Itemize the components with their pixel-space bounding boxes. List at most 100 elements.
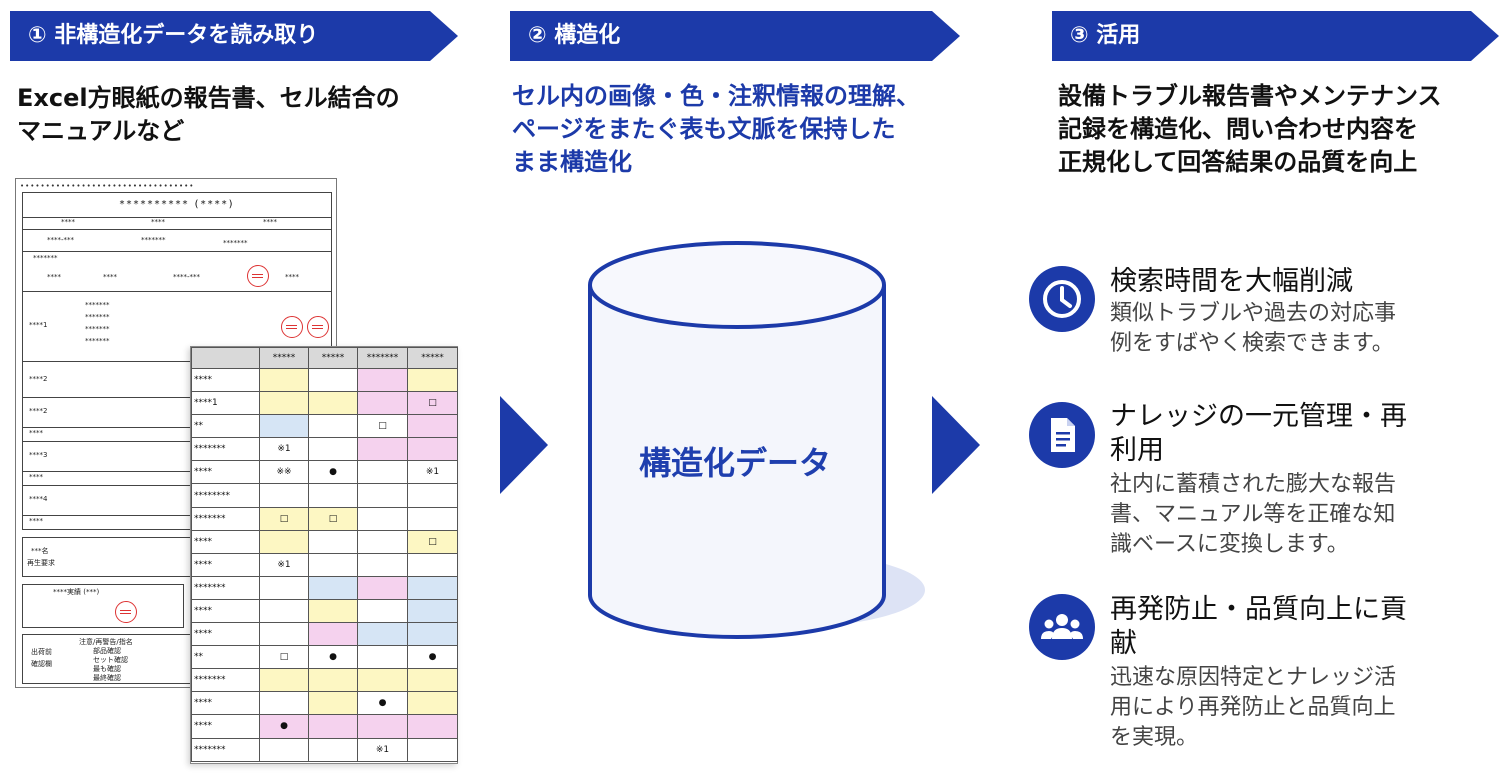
table-cell: ※1 (259, 552, 309, 577)
form-cell: 再生要求 (27, 559, 55, 567)
table-cell: ● (357, 691, 408, 716)
table-cell (259, 483, 309, 508)
table-cell (308, 529, 358, 554)
team-icon-glyph (1041, 614, 1083, 639)
form-cell: **** (29, 429, 43, 437)
form-cell: **** (47, 273, 61, 281)
table-cell (259, 622, 309, 647)
table-cell (308, 552, 358, 577)
form-cell: ******* (223, 239, 248, 247)
table-cell (308, 367, 358, 393)
step-2-label: ② 構造化 (528, 23, 621, 48)
clock-icon-glyph (1043, 280, 1081, 318)
step-1-description: Excel方眼紙の報告書、セル結合の マニュアルなど (17, 82, 400, 148)
table-cell: ******* (191, 437, 260, 462)
table-cell (259, 529, 309, 554)
table-cell: ※1 (259, 437, 309, 462)
table-cell (357, 622, 408, 647)
seal-stamp (115, 601, 137, 623)
table-cell: ※1 (357, 737, 408, 762)
flow-arrow-2 (932, 396, 980, 494)
table-cell (407, 506, 458, 531)
table-cell (259, 367, 309, 393)
table-row: ******** (191, 483, 458, 508)
seal-stamp (247, 265, 269, 287)
document-icon-glyph (1051, 418, 1075, 452)
benefit-3-text-line: 用により再発防止と品質向上 (1110, 695, 1396, 720)
table-cell (259, 414, 309, 439)
form-row: ******* **** **** ****-*** **** (22, 251, 332, 292)
benefit-2-text-line: 社内に蓄積された膨大な報告 (1110, 472, 1397, 497)
table-cell: ● (259, 714, 309, 739)
table-cell (357, 391, 408, 416)
table-cell (308, 714, 358, 739)
benefit-2-title: ナレッジの一元管理・再 利用 (1110, 400, 1407, 468)
form-cell: ****2 (29, 407, 48, 415)
structured-data-cylinder (530, 195, 940, 695)
table-header-cell: ***** (259, 347, 309, 369)
table-cell: ******* (191, 737, 260, 762)
step-3-description: 設備トラブル報告書やメンテナンス 記録を構造化、問い合わせ内容を 正規化して回答… (1058, 80, 1442, 179)
table-cell: **** (191, 367, 260, 393)
table-cell: ******* (191, 506, 260, 531)
table-cell (407, 437, 458, 462)
benefit-1-text-line: 類似トラブルや過去の対応事 (1110, 301, 1397, 326)
table-row: ****※※●※1 (191, 460, 458, 485)
table-cell (357, 367, 408, 393)
table-row: **□ (191, 414, 458, 439)
seal-stamp (307, 316, 329, 338)
form-cell: **** (285, 273, 299, 281)
form-cell: 部品確認 (93, 647, 121, 655)
form-cell: ****-*** (47, 236, 75, 244)
form-cell: 注意/再警告/指名 (79, 638, 133, 646)
table-row: *******□□ (191, 506, 458, 531)
step-3-desc-line: 設備トラブル報告書やメンテナンス (1058, 82, 1442, 110)
step-2-banner-shape (510, 11, 960, 61)
table-cell: □ (407, 391, 458, 416)
clock-icon (1029, 266, 1095, 332)
form-cell: **** (29, 473, 43, 481)
table-cell (308, 391, 358, 416)
table-cell (308, 598, 358, 624)
table-cell (259, 691, 309, 716)
form-cell: **** (29, 517, 43, 525)
form-cell: 出荷前 (31, 648, 52, 656)
form-cell: ****実績 (***) (53, 588, 100, 596)
table-cell (259, 391, 309, 416)
table-row: *******※1 (191, 437, 458, 462)
table-cell (308, 437, 358, 462)
table-row: ****● (191, 714, 458, 739)
benefit-3-text-line: 迅速な原因特定とナレッジ活 (1110, 665, 1397, 690)
table-cell: □ (259, 645, 309, 670)
benefit-1-text-line: 例をすばやく検索できます。 (1110, 331, 1394, 356)
form-row: ****実績 (***) (22, 584, 184, 628)
team-icon (1029, 594, 1095, 660)
form-cell: 最も確認 (93, 665, 121, 673)
table-cell (308, 575, 358, 600)
step-1-desc-line: マニュアルなど (17, 117, 185, 145)
table-cell (357, 714, 408, 739)
colored-table-image: ******************************1□**□*****… (190, 346, 458, 764)
table-header-cell: ***** (308, 347, 358, 369)
form-cell: **** (103, 273, 117, 281)
table-header-cell: ******* (357, 347, 408, 369)
form-cell: 確認欄 (31, 660, 52, 668)
table-row: ****□ (191, 529, 458, 554)
form-cell: ****2 (29, 375, 48, 383)
table-row: ****1□ (191, 391, 458, 416)
table-cell: ******** (191, 483, 260, 508)
form-cell: **** (61, 218, 75, 226)
form-cell: ****4 (29, 495, 48, 503)
table-cell (407, 737, 458, 762)
table-cell (308, 737, 358, 762)
structured-data-label: 構造化データ (638, 444, 831, 482)
table-cell (407, 552, 458, 577)
table-cell (357, 529, 408, 554)
benefit-2-title-line: 利用 (1110, 435, 1164, 466)
form-cell: ******* (85, 301, 110, 309)
table-cell (308, 483, 358, 508)
table-cell: □ (407, 529, 458, 554)
table-row: **□●● (191, 645, 458, 670)
step-3-label: ③ 活用 (1070, 23, 1141, 48)
table-cell: ** (191, 645, 260, 670)
